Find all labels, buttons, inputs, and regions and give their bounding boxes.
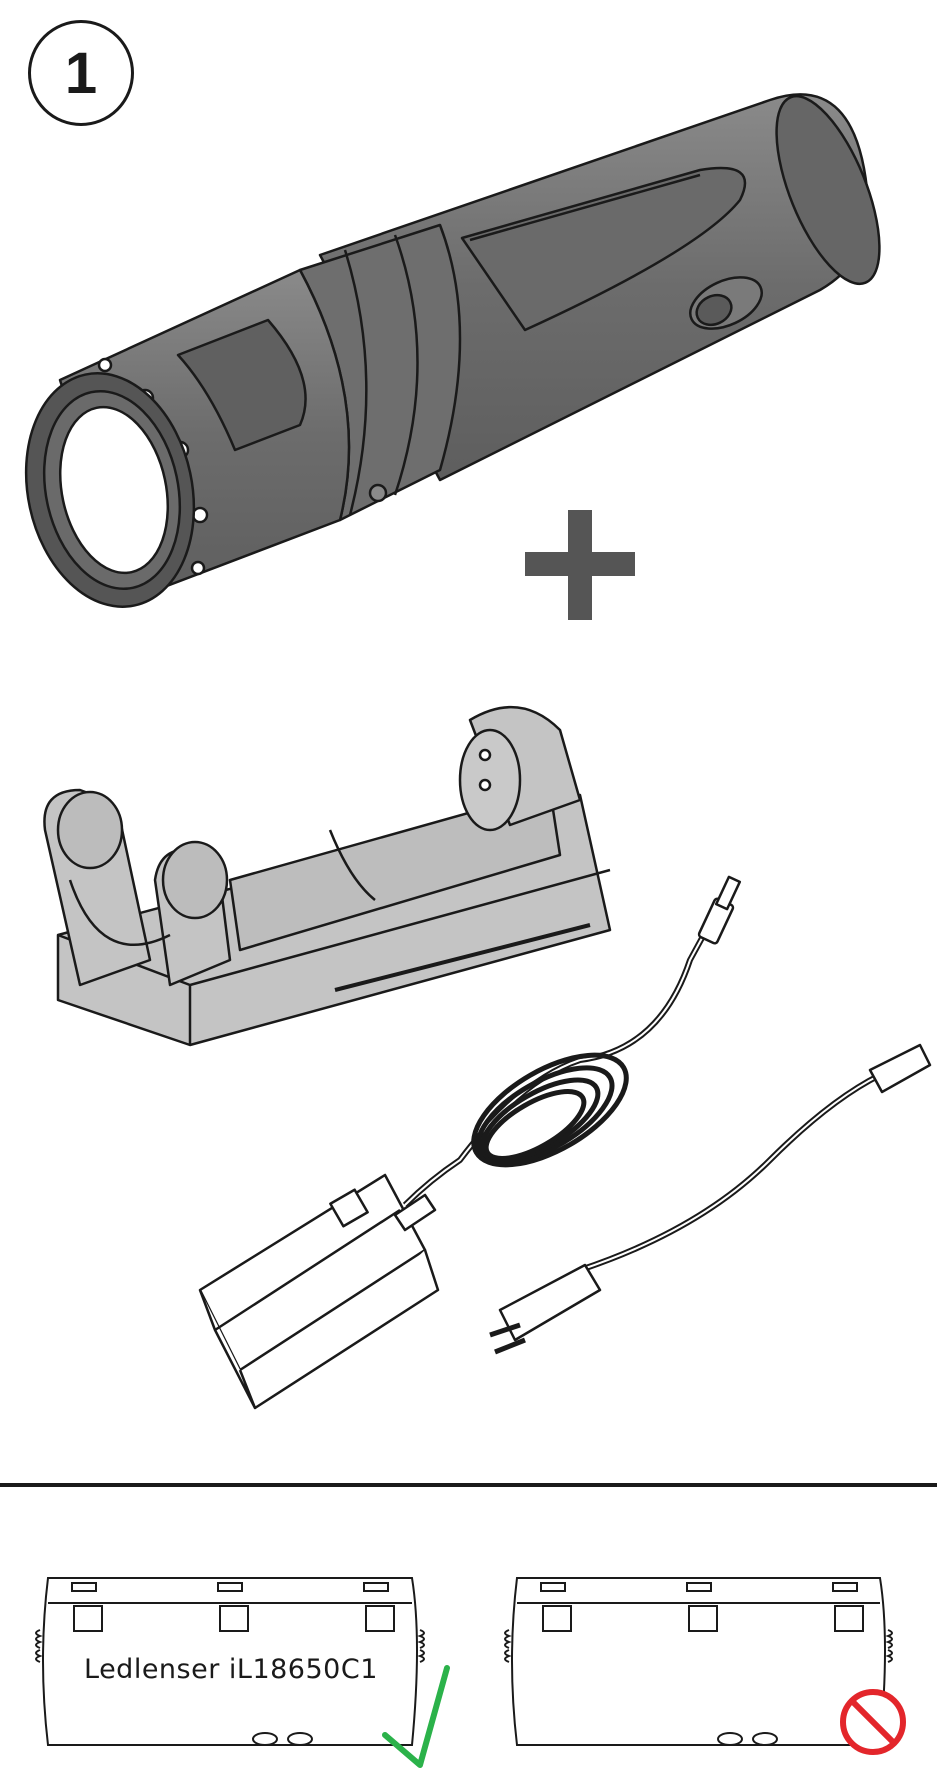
plus-icon bbox=[525, 510, 635, 620]
flashlight-illustration bbox=[5, 83, 900, 622]
prohibited-icon bbox=[843, 1692, 903, 1752]
battery-model-label: Ledlenser iL18650C1 bbox=[84, 1654, 424, 1685]
charging-cradle-illustration bbox=[44, 707, 610, 1045]
battery-incorrect bbox=[505, 1578, 892, 1745]
